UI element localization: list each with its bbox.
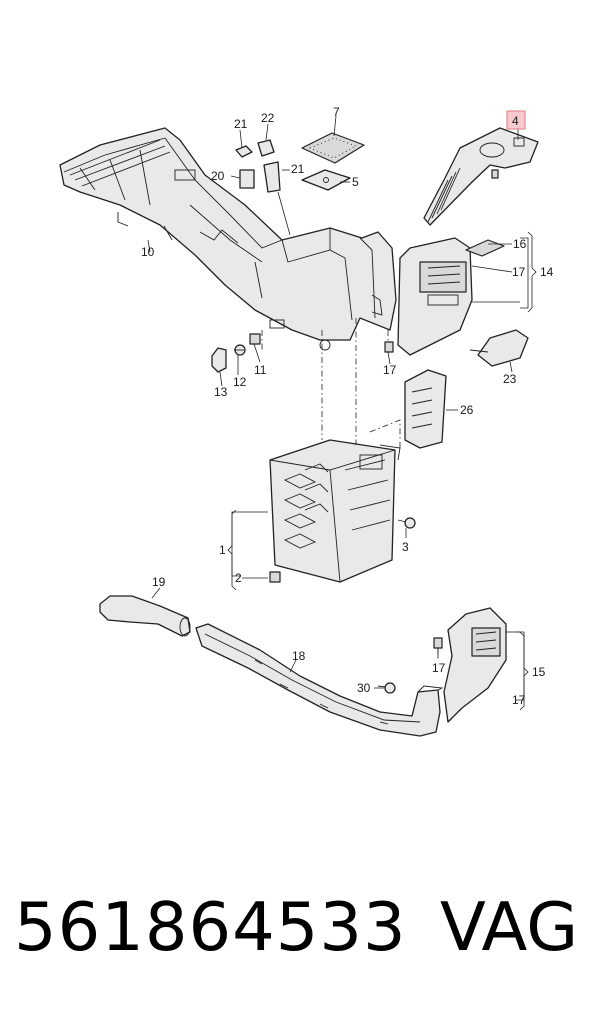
callout-3: 3 (402, 540, 409, 554)
clip-part-5 (301, 169, 351, 191)
center-console-shell (59, 127, 397, 351)
console-frame-part-1 (269, 439, 401, 583)
callout-10: 10 (141, 245, 155, 259)
callout-4: 4 (512, 114, 519, 128)
callout-17-c: 17 (432, 661, 446, 675)
callout-17-d: 17 (512, 693, 526, 707)
group-brackets (227, 231, 537, 711)
callout-11: 11 (254, 363, 267, 377)
callout-5: 5 (352, 175, 359, 189)
callout-30: 30 (357, 681, 371, 695)
insert-part-28 (404, 369, 447, 449)
clip-part-17-a (384, 341, 394, 353)
clip-part-11 (249, 333, 261, 345)
callout-19: 19 (152, 575, 166, 589)
callout-18: 18 (292, 649, 306, 663)
clip-part-2 (269, 571, 281, 583)
callout-17-b: 17 (383, 363, 397, 377)
parts-diagram: 21 22 7 4 20 21 5 10 16 17 14 17 11 12 1… (59, 105, 554, 737)
callout-7: 7 (333, 105, 340, 119)
callout-13: 13 (214, 385, 228, 399)
callout-16: 16 (513, 237, 527, 251)
screw-part-30 (377, 682, 396, 694)
callout-20: 20 (211, 169, 225, 183)
callout-15: 15 (532, 665, 546, 679)
callouts: 21 22 7 4 20 21 5 10 16 17 14 17 11 12 1… (141, 105, 554, 707)
callout-17-a: 17 (512, 265, 526, 279)
air-duct-part-19 (99, 595, 191, 637)
screw-part-12 (234, 344, 246, 356)
mat-part-16 (465, 239, 505, 257)
rear-vent-panel-part-14 (397, 237, 473, 356)
screw-part-3 (397, 517, 416, 529)
bracket-part-20 (239, 169, 255, 189)
bracket-part-21 (263, 161, 281, 193)
air-duct-part-18 (195, 623, 444, 737)
callout-21: 21 (291, 162, 305, 176)
callout-23: 22 (261, 111, 275, 125)
callout-22: 21 (234, 117, 248, 131)
clip-part-22 (235, 145, 253, 158)
highlight-box (506, 110, 526, 130)
clip-part-23 (257, 139, 275, 157)
callout-12: 12 (233, 375, 247, 389)
callout-26: 23 (503, 372, 517, 386)
callout-14: 14 (540, 265, 554, 279)
callout-28: 26 (460, 403, 474, 417)
cover-panel-part-4 (423, 127, 539, 226)
trim-part-26 (469, 329, 529, 367)
plug-part-13 (211, 347, 227, 373)
rear-panel-part-15 (443, 607, 507, 723)
callout-2: 2 (235, 571, 242, 585)
clip-part-17-b (433, 637, 443, 649)
brand-label: VAG (440, 888, 579, 966)
storage-mat-part-7 (301, 132, 365, 164)
part-number: 561864533 (14, 888, 407, 966)
callout-1: 1 (219, 543, 226, 557)
